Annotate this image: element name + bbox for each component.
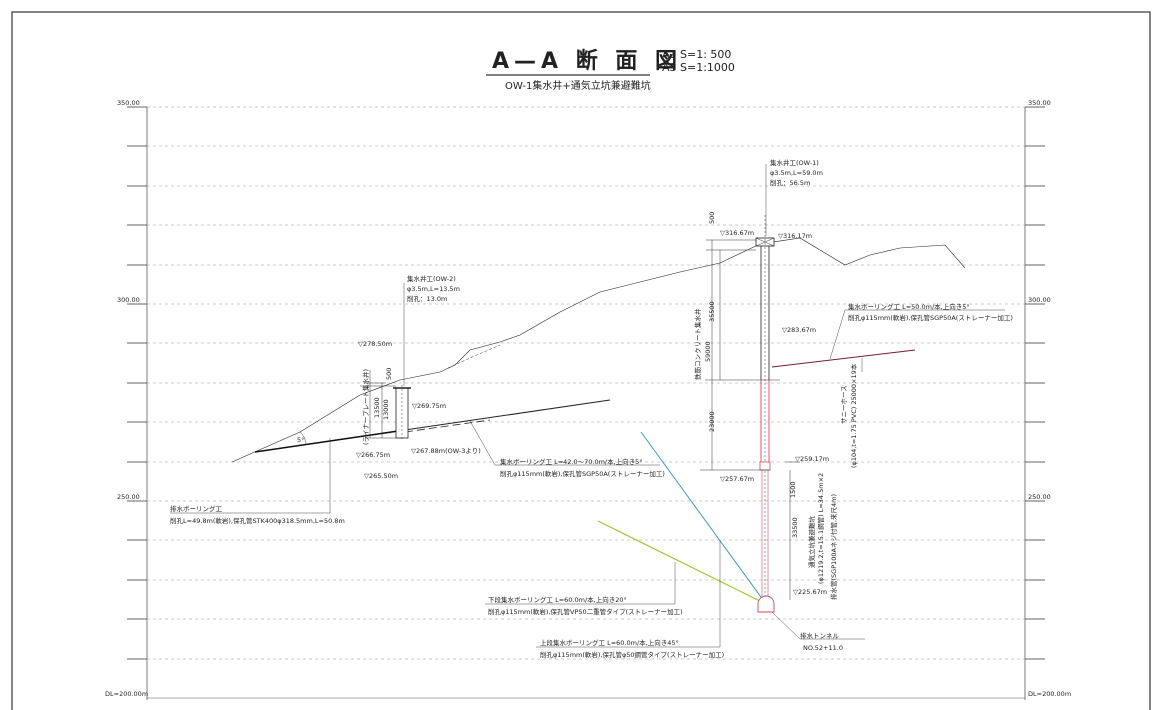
- ow1-top-right: ▽316.17m: [778, 232, 812, 240]
- elev-label-right-350: 350.00: [1028, 99, 1051, 107]
- ow2-elev-265: ▽265.50m: [364, 472, 398, 480]
- ow1-spec2: 削孔：56.5m: [770, 178, 810, 187]
- ow1-dim-23000: 23000: [708, 411, 716, 432]
- n4-title: 下段集水ボーリング工 L=60.0m/本,上向き20°: [488, 595, 627, 604]
- tunnel-no: NO.52+11.0: [803, 644, 843, 652]
- elev-label-right-300: 300.00: [1028, 296, 1051, 304]
- n1-title: 集水ボーリング工 L=50.0m/本,上向き5°: [848, 302, 970, 311]
- n3-spec: 削孔L=49.8m(軟岩),保孔管STK400φ318.5mm,L=50.8m: [170, 516, 345, 525]
- elev-label-right-250: 250.00: [1028, 493, 1051, 501]
- n1-spec: 削孔φ115mm(軟岩),保孔管SGP50A(ストレーナー加工): [848, 313, 1013, 322]
- tunnel-title: 排水トンネル: [800, 631, 839, 640]
- lower-boring-line: [597, 520, 767, 605]
- elev-label-left-250: 250.00: [117, 493, 140, 501]
- n2-leader: [469, 420, 496, 466]
- slope-arc: [299, 431, 307, 445]
- dashed-strata-line: [447, 344, 501, 369]
- scale-a3: A3 S=1:1000: [662, 61, 735, 74]
- ground-surface: [231, 237, 966, 463]
- ow1-well: [700, 215, 800, 613]
- ow1-dim-500: 500: [708, 212, 716, 224]
- ow1-title: 集水井工(OW-1): [770, 158, 819, 167]
- collecting-boring-line: [771, 349, 916, 368]
- n1-leader: [829, 309, 846, 360]
- elevation-ticks: [127, 106, 1045, 660]
- ow1-dim-1500: 1500: [789, 481, 797, 498]
- ow2-liner-label: (ライナープレート集水井): [361, 369, 370, 445]
- ow2-dim-500: 500: [385, 368, 393, 380]
- drawing-subtitle: OW-1集水井+通気立坑兼避難坑: [505, 79, 651, 92]
- ow2-dim-13500: 13500: [373, 397, 381, 418]
- shaft-pipe: 排水管(SGP100Aネジ付管,来尺4m): [829, 494, 838, 600]
- ow2-elev-267: ▽267.88m(OW-3より): [411, 447, 481, 455]
- ow2-well: [360, 370, 411, 440]
- ow2-elev-266: ▽266.75m: [356, 451, 390, 459]
- n3-title: 排水ボーリング工: [170, 504, 223, 513]
- n5-title: 上段集水ボーリング工 L=60.0m/本,上向き45°: [540, 638, 679, 647]
- elev-label-left-300: 300.00: [117, 296, 140, 304]
- ow1-elev-283: ▽283.67m: [782, 326, 816, 334]
- upper-boring-line: [640, 431, 767, 605]
- n4-spec: 削孔φ115mm(軟岩),保孔管VP50二重管タイプ(ストレーナー加工): [488, 607, 683, 616]
- ow1-elev-259: ▽259.17m: [795, 455, 829, 463]
- ow2-top-elev: ▽278.50m: [358, 340, 392, 348]
- ow1-dim-59000: 59000: [704, 341, 712, 362]
- n2-title: 集水ボーリング工 L=42.0～70.0m/本,上向き5°: [500, 457, 643, 466]
- ow2-spec1: φ3.5m,L=13.5m: [407, 285, 460, 293]
- ow2-spec2: 削孔：13.0m: [407, 294, 447, 303]
- shaft-line1: 通気立坑兼避難坑: [807, 516, 816, 569]
- elev-label-right-200: DL=200.00m: [1028, 690, 1071, 698]
- tunnel-leader: [771, 611, 801, 640]
- ow2-title: 集水井工(OW-2): [407, 274, 456, 283]
- ow2-elev-269: ▽269.75m: [412, 402, 446, 410]
- elev-label-left-350: 350.00: [117, 99, 140, 107]
- slope-label: 5°: [297, 436, 304, 444]
- n5-spec: 削孔φ115mm(軟岩),保孔管φ50鋼管タイプ(ストレーナー加工): [540, 650, 724, 659]
- elevation-grid: [147, 106, 1025, 699]
- ow1-spec1: φ3.5m,L=59.0m: [770, 169, 823, 177]
- ow1-dim-35500: 35500: [708, 301, 716, 322]
- elev-label-left-200: DL=200.00m: [105, 690, 148, 698]
- drawing-title: A—A 断 面 図: [492, 48, 682, 74]
- n2-spec: 削孔φ115mm(軟岩),保孔管SGP50A(ストレーナー加工): [500, 469, 665, 478]
- ow1-top-left: ▽316.67m: [720, 229, 754, 237]
- ow1-elev-225: ▽225.67m: [793, 588, 827, 596]
- shaft-line2: (φ1219.2,t=15.1鋼管) L=34.5m×2: [816, 473, 825, 584]
- dashed-boring-line: [404, 419, 491, 433]
- ow1-elev-257: ▽257.67m: [720, 475, 754, 483]
- hose-line2: (φ104,t=1.75 PVC) 25000×19本: [849, 363, 858, 468]
- ow1-dim-33500: 33500: [791, 517, 799, 538]
- sheet-frame: [11, 11, 1151, 710]
- ow1-main-label: 鉄筋コンクリート集水井: [693, 308, 702, 380]
- scale-a1: A1 S=1: 500: [662, 48, 731, 61]
- ow2-dim-13000: 13000: [382, 399, 390, 420]
- hose-line1: サニーホース: [840, 385, 848, 424]
